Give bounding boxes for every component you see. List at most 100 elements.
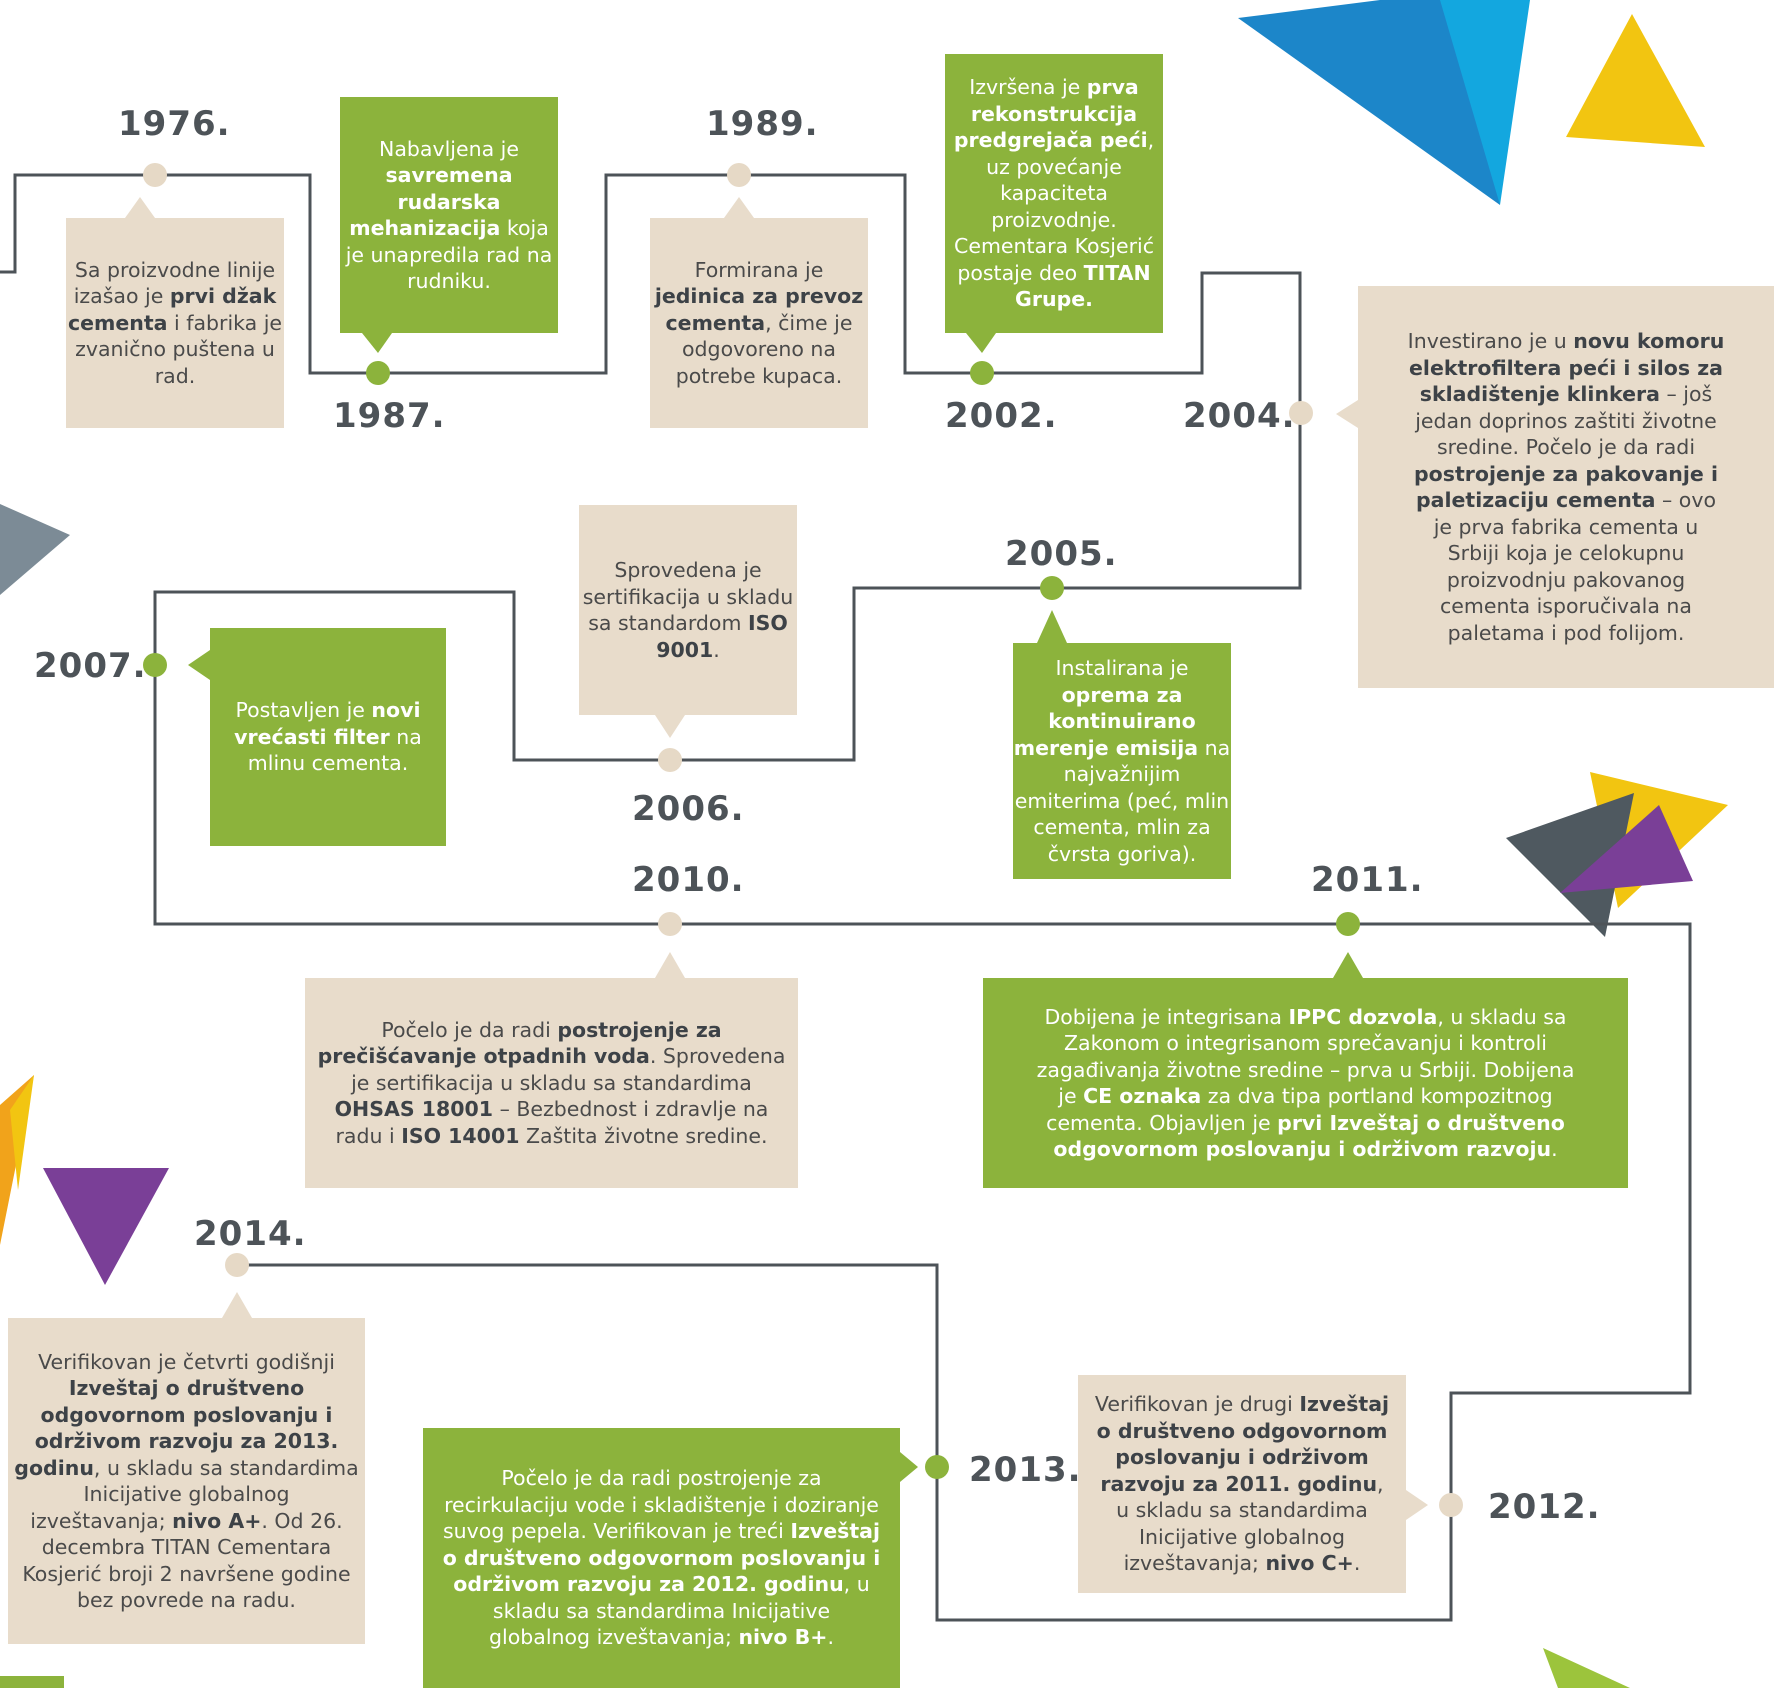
milestone-highlight-text: ISO 9001 (656, 611, 788, 662)
milestone-text-run: na najvažnijim emiterima (peć, mlin ceme… (1014, 735, 1231, 866)
callout-pointer (655, 952, 685, 978)
yellow-triangle-decoration (1566, 14, 1705, 147)
milestone-text-run: Instalirana je (1055, 656, 1189, 680)
callout-pointer (900, 1452, 918, 1482)
milestone-text-run: Počelo je da radi postrojenje za recirku… (442, 1466, 879, 1544)
milestone-text-run: , u skladu sa standardima Inicijative gl… (489, 1572, 870, 1650)
timeline-line (0, 173, 1692, 1622)
milestone-text-run: Verifikovan je četvrti godišnji (38, 1349, 335, 1374)
milestone-highlight-text: ISO 14001 (401, 1123, 520, 1148)
callout-pointer (222, 1292, 252, 1318)
milestone-highlight-text: savremena rudarska mehanizacija (349, 163, 513, 240)
timeline-node (143, 163, 167, 187)
milestone-text-run: Verifikovan je drugi (1094, 1392, 1300, 1417)
milestone-2006-box: Sprovedena je sertifikacija u skladu sa … (579, 505, 797, 715)
milestone-text-run: i fabrika je zvanično puštena u rad. (75, 310, 283, 388)
milestone-highlight-text: prva rekonstrukcija predgrejača peći (953, 75, 1148, 153)
year-1989: 1989. (706, 104, 819, 144)
milestone-highlight-text: nivo A+ (172, 1508, 262, 1533)
milestone-2010-text: Počelo je da radi postrojenje za prečišć… (317, 1017, 787, 1150)
milestone-2012-box: Verifikovan je drugi Izveštaj o društven… (1078, 1375, 1406, 1593)
milestone-highlight-text: jedinica za prevoz cementa (654, 284, 864, 335)
slate-triangle-decoration (1506, 793, 1634, 937)
callout-pointer (188, 650, 210, 680)
year-2007: 2007. (34, 646, 147, 686)
milestone-text-run: Zaštita životne sredine. (519, 1123, 768, 1148)
milestone-1987-box: Nabavljena je savremena rudarska mehaniz… (340, 97, 558, 333)
milestone-text-run: . Sprovedena je sertifikacija u skladu s… (351, 1044, 786, 1095)
milestone-text-run: . (1551, 1137, 1558, 1161)
milestone-text-run: na mlinu cementa. (247, 724, 422, 776)
milestone-text-run: – Bezbednost i zdravlje na radu i (335, 1097, 769, 1148)
year-2004: 2004. (1183, 396, 1296, 436)
callout-pointer (655, 715, 685, 738)
purple-triangle-decoration-left (43, 1168, 169, 1285)
milestone-highlight-text: nivo B+ (738, 1625, 828, 1650)
milestone-2013-box: Počelo je da radi postrojenje za recirku… (423, 1428, 900, 1688)
gray-triangle-decoration (0, 504, 70, 595)
milestone-highlight-text: Izveštaj o društveno odgovornom poslovan… (1096, 1392, 1390, 1496)
milestone-2002-box: Izvršena je prva rekonstrukcija predgrej… (945, 54, 1163, 333)
timeline-node (1289, 401, 1313, 425)
milestone-highlight-text: IPPC dozvola (1288, 1004, 1438, 1029)
milestone-text-run: . (1353, 1551, 1361, 1576)
milestone-text-run: , u skladu sa standardima Inicijative gl… (1116, 1471, 1384, 1576)
timeline-node (970, 361, 994, 385)
milestone-1989-box: Formirana je jedinica za prevoz cementa,… (650, 218, 868, 428)
callout-pointer (125, 197, 155, 218)
timeline-node (658, 912, 682, 936)
milestone-text-run: Nabavljena je (379, 136, 519, 161)
yellow-sliver-decoration (10, 1075, 34, 1190)
callout-pointer (362, 333, 392, 353)
milestone-2007-box: Postavljen je novi vrećasti filter na ml… (210, 628, 446, 846)
milestone-text-run: – ovo je prva fabrika cementa u Srbiji k… (1433, 488, 1716, 645)
year-1987: 1987. (333, 396, 446, 436)
callout-pointer (724, 197, 754, 218)
milestone-text-run: Izvršena je (969, 75, 1087, 100)
purple-triangle-decoration-right (1560, 805, 1693, 893)
milestone-1976-text: Sa proizvodne linije izašao je prvi džak… (66, 257, 284, 390)
milestone-text-run: Postavljen je (235, 698, 372, 723)
milestone-highlight-text: postrojenje za prečišćavanje otpadnih vo… (317, 1017, 722, 1069)
year-2010: 2010. (632, 860, 745, 900)
milestone-2004-text: Investirano je u novu komoru elektrofilt… (1406, 328, 1726, 646)
timeline-node (1336, 912, 1360, 936)
milestone-2006-text: Sprovedena je sertifikacija u skladu sa … (579, 557, 797, 663)
milestone-2011-box: Dobijena je integrisana IPPC dozvola, u … (983, 978, 1628, 1188)
milestone-text-run: Sprovedena je sertifikacija u skladu sa … (582, 558, 794, 635)
callout-pointer (1406, 1490, 1428, 1520)
year-2012: 2012. (1488, 1487, 1601, 1527)
milestone-2013-text: Počelo je da radi postrojenje za recirku… (442, 1465, 882, 1651)
timeline-node (727, 163, 751, 187)
milestone-highlight-text: Izveštaj o društveno odgovornom poslovan… (442, 1519, 881, 1597)
milestone-text-run: , čime je odgovoreno na potrebe kupaca. (675, 310, 853, 388)
cyan-triangle-decoration (1440, 0, 1530, 205)
milestone-text-run: za dva tipa portland kompozitnog cementa… (1046, 1084, 1553, 1135)
milestone-text-run: . (713, 637, 720, 662)
milestone-highlight-text: OHSAS 18001 (334, 1097, 494, 1122)
milestone-1987-text: Nabavljena je savremena rudarska mehaniz… (340, 136, 558, 295)
timeline-node (225, 1253, 249, 1277)
timeline-node (143, 653, 167, 677)
callout-pointer (966, 333, 996, 353)
milestone-highlight-text: prvi džak cementa (67, 284, 277, 335)
callout-pointer (1333, 952, 1363, 978)
timeline-node (1040, 576, 1064, 600)
timeline-node (658, 748, 682, 772)
milestone-text-run: Sa proizvodne linije izašao je (73, 257, 276, 309)
milestone-1989-text: Formirana je jedinica za prevoz cementa,… (650, 257, 868, 390)
blue-triangle-decoration (1238, 0, 1500, 205)
green-triangle-decoration (1543, 1648, 1630, 1688)
milestone-text-run: Dobijena je integrisana (1044, 1004, 1289, 1029)
timeline-node (366, 361, 390, 385)
milestone-2005-box: Instalirana je oprema za kontinuirano me… (1013, 643, 1231, 879)
milestone-2005-text: Instalirana je oprema za kontinuirano me… (1013, 655, 1231, 867)
year-1976: 1976. (118, 104, 231, 144)
milestone-text-run: , uz povećanje kapaciteta proizvodnje. C… (954, 128, 1155, 285)
callout-pointer (1336, 400, 1358, 428)
milestone-highlight-text: oprema za kontinuirano merenje emisija (1013, 682, 1199, 760)
year-2013: 2013. (969, 1450, 1082, 1490)
